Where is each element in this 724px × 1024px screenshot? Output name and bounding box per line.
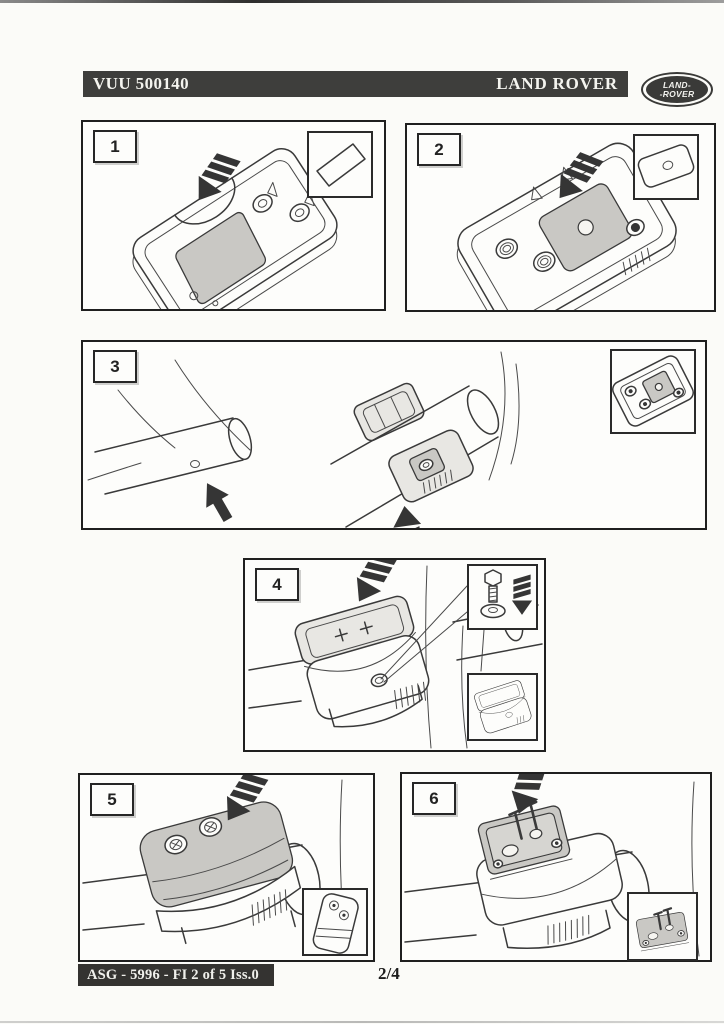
frame-context-lines (87, 351, 520, 481)
step-6-drawing (404, 774, 700, 957)
step-panel-5: 5 (78, 773, 375, 962)
doc-ref: ASG - 5996 - FI 2 of 5 Iss.0 (87, 966, 259, 983)
bolt-head (484, 569, 502, 587)
step-panel-1: 1 (81, 120, 386, 311)
rib-slots (547, 914, 590, 945)
frame-context-lines (425, 565, 468, 749)
rib-slots (251, 889, 288, 926)
step-1-drawing (132, 146, 338, 309)
leader-lines (380, 585, 485, 683)
page-indicator: 2/4 (378, 964, 400, 983)
step-number: 4 (272, 574, 282, 594)
step-number-box: 2 (417, 133, 461, 166)
part-inset-clamp (467, 673, 538, 741)
step-panel-4: 4 (243, 558, 546, 752)
step-number-box: 6 (412, 782, 456, 815)
cover-part-drawing (312, 893, 359, 954)
step-number: 6 (429, 788, 439, 808)
upper-bracket-drawing (353, 382, 425, 442)
rib-slots (622, 247, 651, 276)
step-number-box: 5 (90, 783, 134, 816)
step-number-box: 4 (255, 568, 299, 601)
screw-boss (495, 238, 519, 259)
insert-direction-arrow-icon (511, 574, 533, 615)
insert-direction-arrow-icon (390, 504, 427, 528)
part-inset-bolt-washer (467, 564, 538, 630)
pointer-arrow-icon (195, 476, 240, 526)
brand-name: LAND ROVER (496, 74, 618, 93)
part-number: VUU 500140 (93, 74, 190, 93)
step-panel-6: 6 (400, 772, 712, 962)
plate-part-drawing (635, 907, 690, 952)
footer-doc-ref-bar: ASG - 5996 - FI 2 of 5 Iss.0 (78, 964, 274, 986)
screw-boss (533, 251, 556, 272)
part-inset-plate (627, 892, 698, 961)
land-rover-logo-oval: LAND- -ROVER (646, 76, 708, 103)
wing-boss (289, 191, 315, 223)
scan-artifact-top (0, 0, 724, 3)
step-panel-2: 2 (405, 123, 716, 312)
screw-head (164, 834, 188, 855)
saddle-clamp-drawing (139, 801, 302, 945)
step-5-drawing (82, 775, 347, 956)
adhesive-pad-drawing (316, 143, 366, 187)
wing-boss (252, 181, 278, 213)
part-inset-pad-with-hole (633, 134, 699, 200)
saddle-clamp-drawing (294, 595, 430, 728)
step-2-drawing (456, 142, 677, 310)
step-4-drawing (248, 560, 543, 749)
step-number-box: 3 (93, 350, 137, 383)
lower-bracket-drawing (388, 429, 474, 503)
adapter-plate-drawing (477, 800, 573, 880)
screw-head (198, 817, 223, 837)
step-number: 1 (110, 136, 120, 156)
step-panel-3: 3 (81, 340, 707, 530)
step-number-box: 1 (93, 130, 137, 163)
bracket-assembly-drawing (612, 355, 694, 427)
step-3-drawing (87, 351, 520, 528)
rib-slots (422, 469, 453, 494)
bracket-housing-drawing (456, 142, 677, 310)
step-number: 5 (107, 789, 117, 809)
land-rover-logo: LAND- -ROVER (641, 72, 713, 107)
step-number: 3 (110, 356, 120, 376)
scan-artifact-bottom (0, 1021, 724, 1023)
bracket-housing-drawing (132, 148, 338, 309)
washer (480, 603, 506, 619)
rib-slots (394, 681, 427, 710)
logo-text-bottom: -ROVER (659, 88, 695, 99)
pad-with-hole-drawing (637, 144, 695, 188)
clamp-part-drawing (474, 680, 532, 734)
screw-head (626, 218, 645, 237)
tube-with-hole-drawing (94, 417, 253, 495)
bolt-and-washer-drawing (480, 569, 533, 619)
step-number: 2 (434, 139, 444, 159)
part-inset-pad (307, 131, 373, 198)
part-inset-bracket (610, 349, 696, 434)
header-bar: VUU 500140 LAND ROVER (83, 71, 628, 97)
part-inset-cover (302, 888, 368, 956)
logo-text-top: LAND- (663, 80, 691, 90)
cross-bosses (334, 621, 373, 642)
